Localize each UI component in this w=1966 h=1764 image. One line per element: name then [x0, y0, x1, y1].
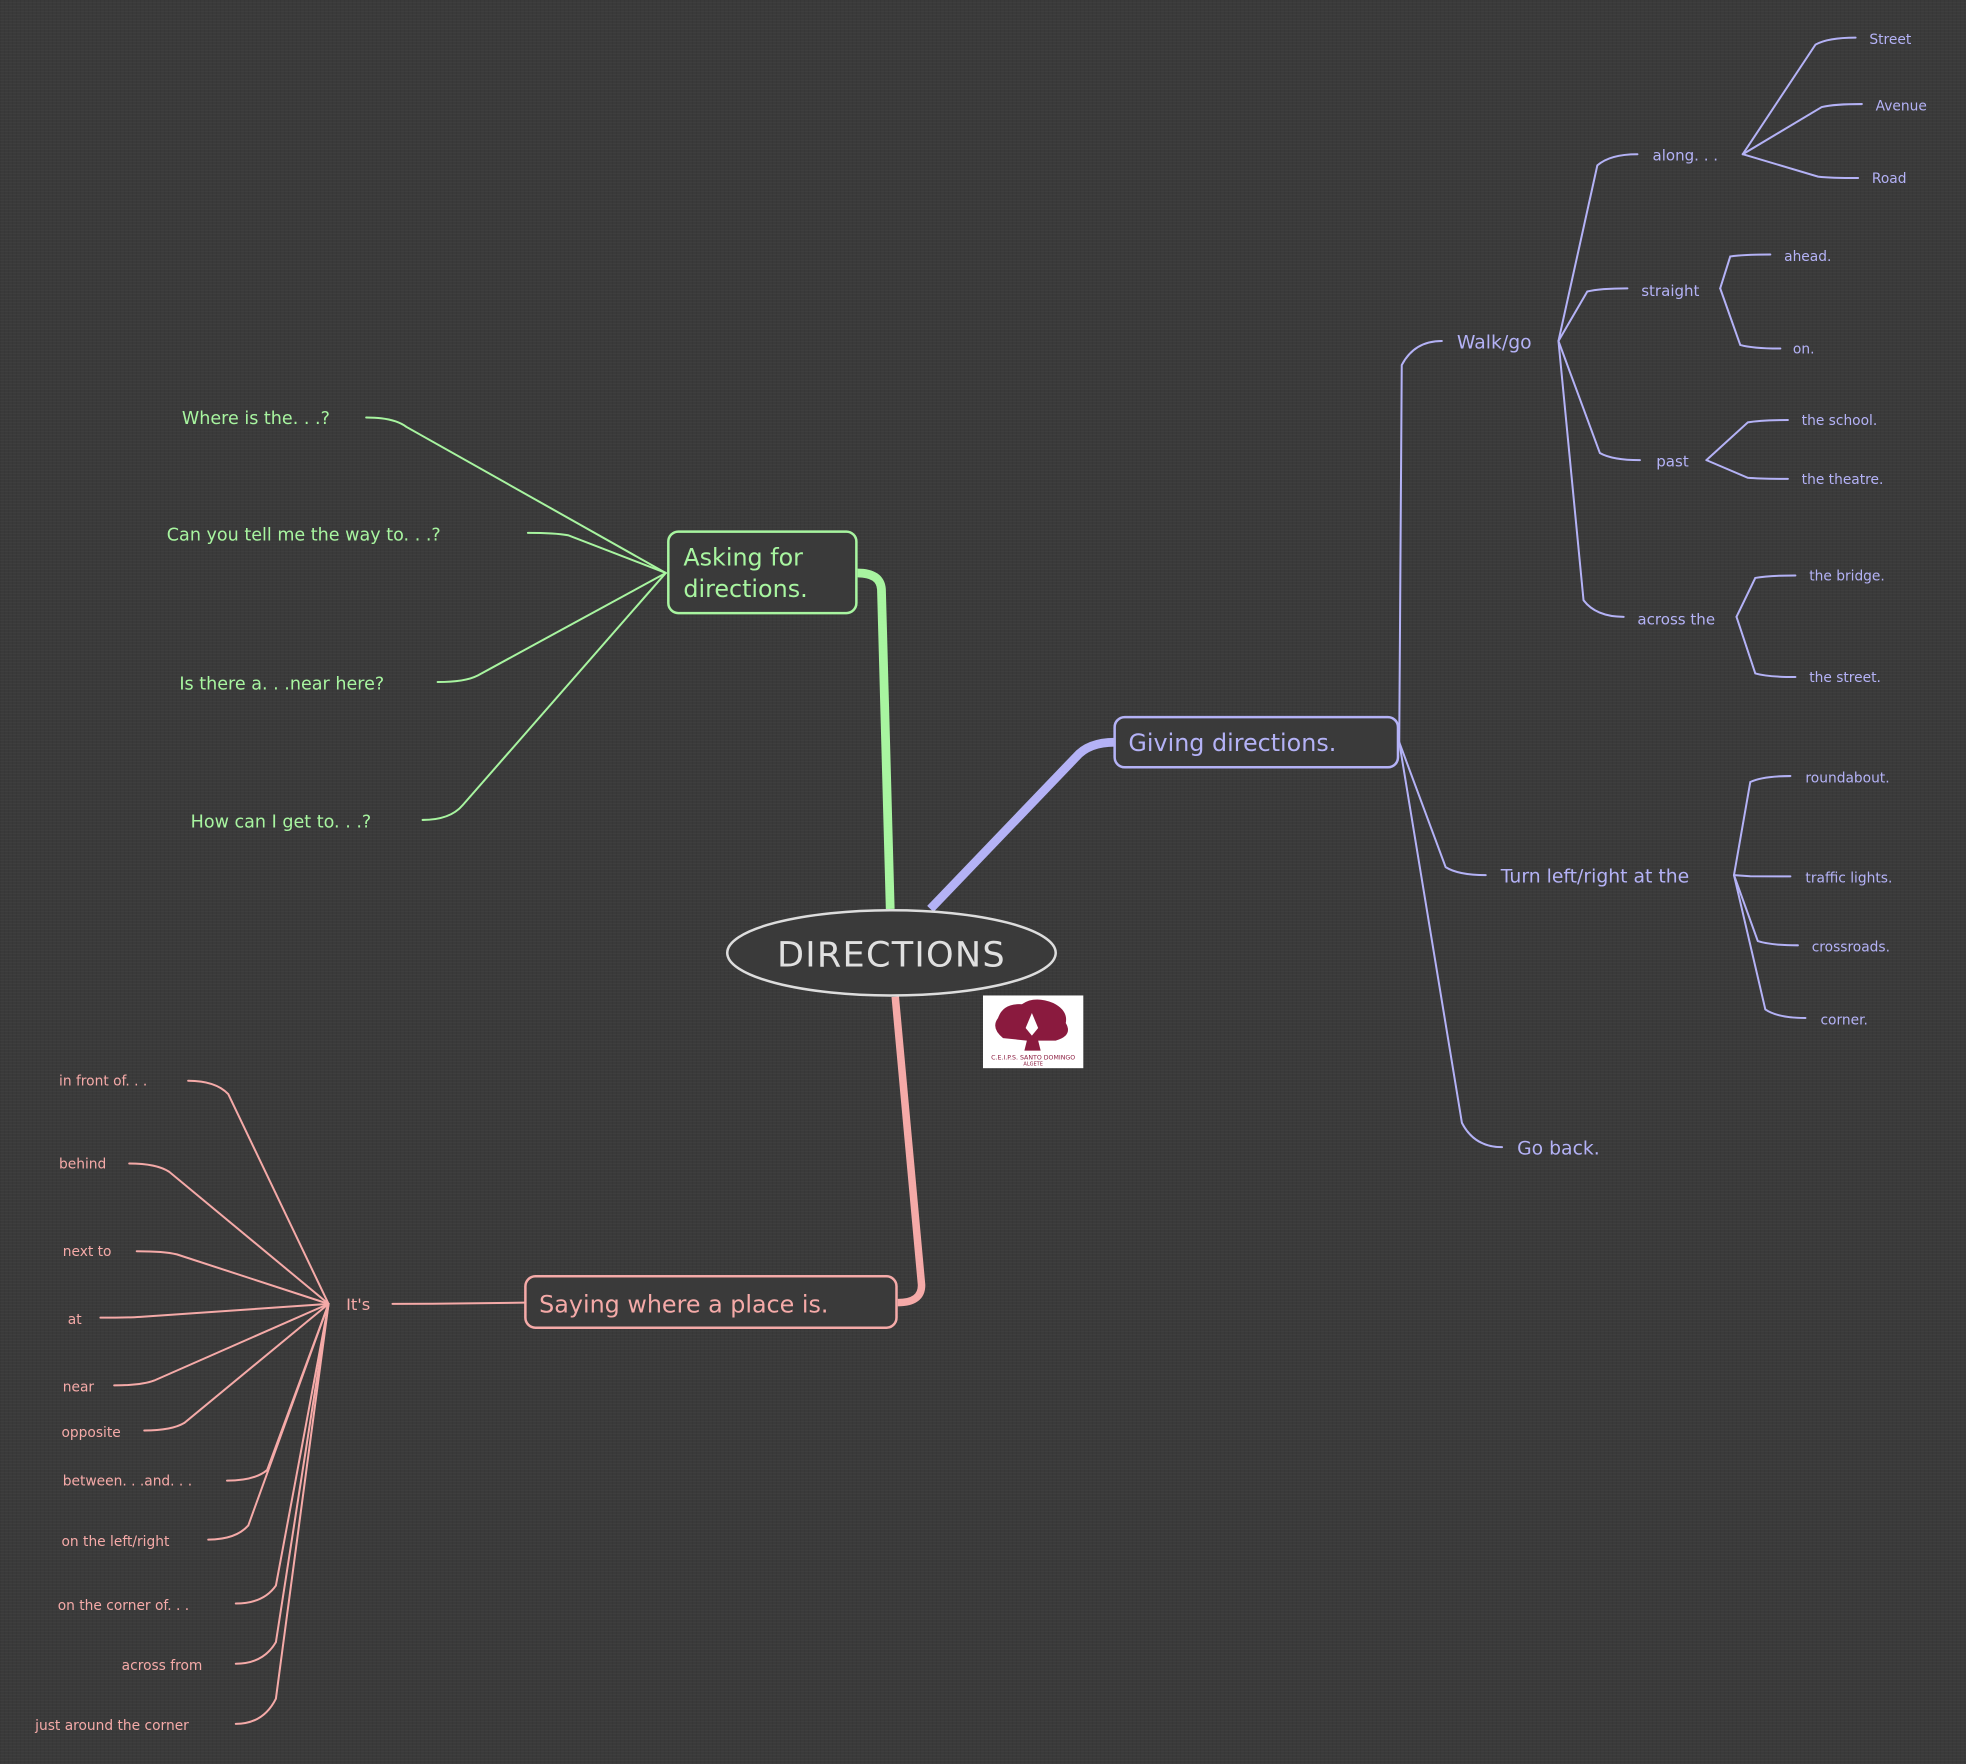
asking-main-branch — [857, 568, 895, 910]
saying-title: Saying where a place is. — [539, 1291, 828, 1319]
asking-phrase[interactable]: Is there a. . .near here? — [179, 675, 384, 695]
straight-item[interactable]: on. — [1793, 342, 1815, 358]
saying-item-connector — [135, 1250, 330, 1305]
turn-item-connector — [1732, 874, 1799, 947]
straight-item-connector — [1719, 253, 1772, 290]
asking-title-line2: directions. — [683, 575, 807, 603]
saying-item-connector — [234, 1302, 330, 1725]
turn-item[interactable]: corner. — [1820, 1012, 1867, 1028]
straight-item-connector — [1719, 287, 1782, 350]
logo-text: C.E.I.P.S. SANTO DOMINGO — [991, 1054, 1075, 1061]
saying-item-connector — [187, 1079, 330, 1305]
pen-nib-icon — [1025, 1013, 1039, 1036]
turn-item[interactable]: crossroads. — [1812, 940, 1890, 956]
along-item-connector — [1741, 103, 1863, 156]
asking-phrase-connector — [365, 416, 667, 574]
giving-directions-topic[interactable]: Giving directions. — [1113, 715, 1400, 769]
asking-phrase[interactable]: How can I get to. . .? — [191, 812, 372, 832]
along-node-connector — [1557, 153, 1639, 343]
straight-node-connector — [1557, 287, 1629, 343]
go-back-node[interactable]: Go back. — [1517, 1139, 1600, 1160]
go-back-node-connector — [1398, 741, 1504, 1149]
giving-main-branch — [927, 737, 1115, 912]
along-item[interactable]: Avenue — [1876, 98, 1927, 114]
across-node-connector — [1557, 340, 1625, 618]
saying-item[interactable]: at — [68, 1312, 82, 1328]
saying-item[interactable]: opposite — [62, 1425, 121, 1441]
straight-item[interactable]: ahead. — [1784, 249, 1831, 265]
saying-item-connector — [128, 1162, 330, 1305]
past-item-connector — [1705, 459, 1789, 480]
saying-item-connector — [234, 1302, 330, 1605]
turn-item-connector — [1732, 874, 1792, 878]
its-node[interactable]: It's — [346, 1295, 370, 1314]
turn-item-connector — [1732, 775, 1792, 877]
asking-phrase[interactable]: Where is the. . .? — [182, 409, 330, 429]
along-node[interactable]: along. . . — [1652, 146, 1718, 164]
saying-item[interactable]: behind — [59, 1156, 106, 1172]
saying-item-connector — [113, 1302, 330, 1387]
asking-phrase[interactable]: Can you tell me the way to. . .? — [167, 525, 441, 545]
central-topic[interactable]: DIRECTIONS — [725, 908, 1057, 997]
turn-node[interactable]: Turn left/right at the — [1500, 867, 1689, 888]
saying-item[interactable]: next to — [63, 1244, 112, 1260]
saying-item[interactable]: on the left/right — [62, 1534, 170, 1550]
past-node[interactable]: past — [1656, 452, 1689, 470]
saying-item-connector — [234, 1302, 330, 1665]
central-topic-label: DIRECTIONS — [777, 935, 1006, 976]
saying-item-connector — [99, 1302, 330, 1319]
along-item-connector — [1741, 153, 1860, 180]
straight-node[interactable]: straight — [1641, 282, 1699, 300]
turn-item[interactable]: roundabout. — [1805, 770, 1889, 786]
school-logo: C.E.I.P.S. SANTO DOMINGO ALGETE — [983, 995, 1084, 1069]
past-item[interactable]: the school. — [1802, 413, 1878, 429]
across-node[interactable]: across the — [1637, 610, 1715, 628]
giving-title: Giving directions. — [1128, 729, 1336, 757]
past-node-connector — [1557, 340, 1641, 462]
across-item[interactable]: the bridge. — [1809, 568, 1885, 584]
saying-where-topic[interactable]: Saying where a place is. — [524, 1275, 898, 1329]
across-item[interactable]: the street. — [1809, 670, 1881, 686]
saying-item[interactable]: near — [63, 1380, 95, 1396]
across-item-connector — [1735, 615, 1797, 679]
saying-item[interactable]: on the corner of. . . — [58, 1598, 189, 1614]
asking-phrase-connector — [421, 571, 667, 821]
walk-go-node-connector — [1398, 340, 1443, 744]
saying-item-connector — [143, 1302, 330, 1432]
past-item-connector — [1705, 418, 1789, 462]
asking-for-directions-topic[interactable]: Asking for directions. — [667, 530, 858, 615]
along-item[interactable]: Street — [1869, 32, 1911, 48]
logo-subtext: ALGETE — [1023, 1062, 1042, 1068]
along-item[interactable]: Road — [1872, 171, 1907, 187]
along-item-connector — [1741, 36, 1857, 156]
across-item-connector — [1735, 574, 1797, 618]
saying-item[interactable]: in front of. . . — [59, 1074, 147, 1090]
saying-main-branch — [891, 996, 926, 1307]
saying-item-connector — [207, 1302, 330, 1541]
turn-node-connector — [1398, 741, 1487, 877]
its-node-connector — [391, 1301, 526, 1305]
turn-item[interactable]: traffic lights. — [1805, 871, 1892, 887]
saying-item-connector — [225, 1302, 330, 1482]
saying-item[interactable]: between. . .and. . . — [63, 1474, 192, 1490]
asking-title-line1: Asking for — [683, 543, 803, 571]
asking-phrase-connector — [436, 571, 667, 684]
turn-item-connector — [1732, 874, 1807, 1020]
walk-go-node[interactable]: Walk/go — [1457, 333, 1532, 354]
past-item[interactable]: the theatre. — [1802, 472, 1884, 488]
saying-item[interactable]: across from — [122, 1658, 203, 1674]
asking-phrase-connector — [526, 531, 667, 574]
saying-item[interactable]: just around the corner — [34, 1718, 189, 1734]
